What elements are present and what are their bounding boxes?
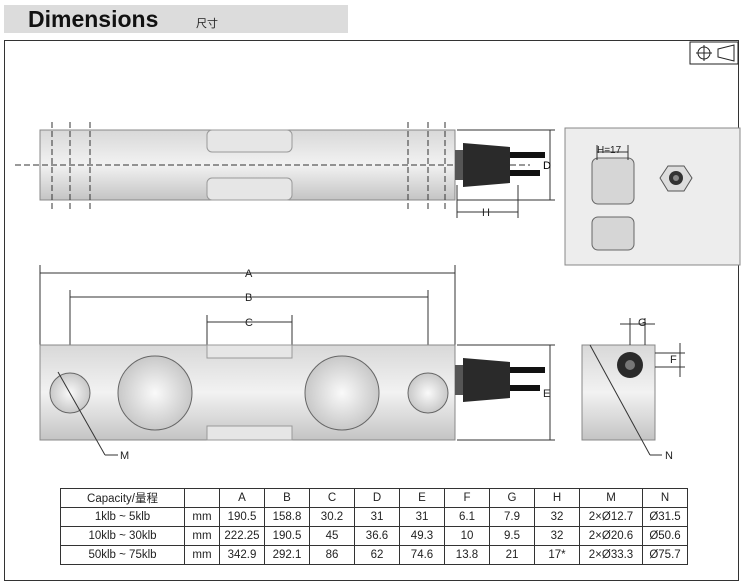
header-cell: H xyxy=(534,488,580,508)
cell: 292.1 xyxy=(264,545,310,565)
cell: 32 xyxy=(534,507,580,527)
cell: Ø31.5 xyxy=(642,507,688,527)
cell: 10klb ~ 30klb xyxy=(60,526,185,546)
end-view xyxy=(581,318,685,456)
front-view xyxy=(39,265,555,456)
cell: 2×Ø20.6 xyxy=(579,526,643,546)
section-subtitle: 尺寸 xyxy=(196,18,218,30)
cell: 10 xyxy=(444,526,490,546)
cell: 9.5 xyxy=(489,526,535,546)
dim-label-d: D xyxy=(543,160,551,172)
cell: 13.8 xyxy=(444,545,490,565)
cell: 31 xyxy=(399,507,445,527)
cell: 49.3 xyxy=(399,526,445,546)
cell: 74.6 xyxy=(399,545,445,565)
header-cell: D xyxy=(354,488,400,508)
header-cell: F xyxy=(444,488,490,508)
projection-symbol-icon xyxy=(689,41,739,65)
cell: 6.1 xyxy=(444,507,490,527)
cell: 30.2 xyxy=(309,507,355,527)
connector-detail xyxy=(564,127,741,266)
cell: 32 xyxy=(534,526,580,546)
cell: mm xyxy=(184,545,220,565)
drawing-frame xyxy=(4,40,739,581)
dim-label-h: H xyxy=(482,207,490,219)
table-header-row: Capacity/量程 A B C D E F G H M N xyxy=(60,488,688,508)
header-cell: G xyxy=(489,488,535,508)
header-cell: Capacity/量程 xyxy=(60,488,185,508)
cell: 1klb ~ 5klb xyxy=(60,507,185,527)
header-cell: A xyxy=(219,488,265,508)
dim-label-e: E xyxy=(543,388,550,400)
section-header: Dimensions 尺寸 xyxy=(4,5,348,33)
cell: mm xyxy=(184,507,220,527)
cell: 222.25 xyxy=(219,526,265,546)
cell: 158.8 xyxy=(264,507,310,527)
cell: 21 xyxy=(489,545,535,565)
cell: 50klb ~ 75klb xyxy=(60,545,185,565)
cell: 31 xyxy=(354,507,400,527)
cell: 190.5 xyxy=(219,507,265,527)
dimensions-table: Capacity/量程 A B C D E F G H M N 1klb ~ 5… xyxy=(60,488,688,565)
cell: 86 xyxy=(309,545,355,565)
dim-label-h17: H=17 xyxy=(597,145,622,156)
cell: 2×Ø12.7 xyxy=(579,507,643,527)
header-cell: N xyxy=(642,488,688,508)
header-cell xyxy=(184,488,220,508)
cell: mm xyxy=(184,526,220,546)
dim-label-n: N xyxy=(665,450,673,462)
dim-label-f: F xyxy=(670,354,677,366)
cell: 45 xyxy=(309,526,355,546)
header-cell: M xyxy=(579,488,643,508)
dim-label-a: A xyxy=(245,268,253,280)
dim-label-m: M xyxy=(120,450,129,462)
cell: 17* xyxy=(534,545,580,565)
cell: Ø50.6 xyxy=(642,526,688,546)
dim-label-c: C xyxy=(245,317,253,329)
cell: 190.5 xyxy=(264,526,310,546)
header-cell: B xyxy=(264,488,310,508)
cell: 7.9 xyxy=(489,507,535,527)
cell: Ø75.7 xyxy=(642,545,688,565)
cell: 342.9 xyxy=(219,545,265,565)
cell: 62 xyxy=(354,545,400,565)
header-cell: E xyxy=(399,488,445,508)
header-cell: C xyxy=(309,488,355,508)
top-view xyxy=(15,122,555,218)
cell: 2×Ø33.3 xyxy=(579,545,643,565)
section-title: Dimensions xyxy=(28,6,159,32)
dim-label-b: B xyxy=(245,292,252,304)
cell: 36.6 xyxy=(354,526,400,546)
dim-label-g: G xyxy=(638,317,647,329)
